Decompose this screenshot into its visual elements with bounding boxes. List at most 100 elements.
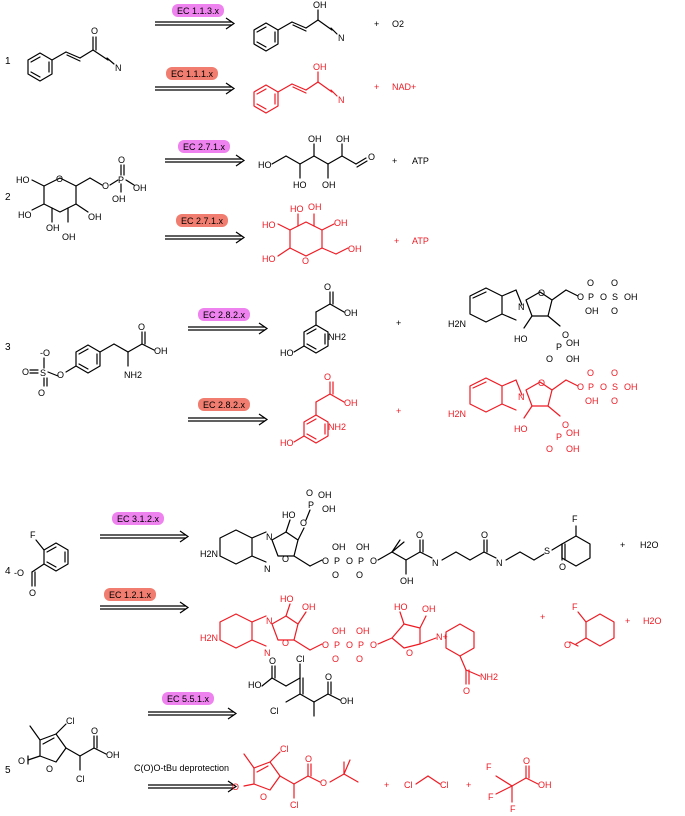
coproduct-label: H2O xyxy=(640,540,659,550)
reactant-3: O S -O O O NH2 O OH xyxy=(22,322,168,398)
atom-label: OH xyxy=(356,626,370,636)
atom-label: O xyxy=(416,530,423,540)
product-5a: HO O Cl Cl O OH xyxy=(248,654,354,717)
coproduct-label: ATP xyxy=(412,156,429,166)
atom-label: Cl xyxy=(280,744,289,754)
atom-label: OH xyxy=(133,183,147,193)
atom-label: F xyxy=(510,804,516,814)
atom-label: O xyxy=(57,370,64,380)
plus-sign: + xyxy=(466,780,471,790)
plus-sign: + xyxy=(392,156,397,166)
plus-sign: + xyxy=(384,780,389,790)
atom-label: OH xyxy=(112,194,126,204)
atom-label: OH xyxy=(348,244,362,254)
atom-label: HO xyxy=(258,160,272,170)
atom-label: O xyxy=(18,756,25,766)
product-3b: HO O OH NH2 xyxy=(280,372,358,448)
coproduct-label: H2O xyxy=(643,616,662,626)
atom-label: N xyxy=(518,302,525,312)
atom-label: Cl xyxy=(404,780,413,790)
atom-label: F xyxy=(486,762,492,772)
product-2b: O HO HO HO OH OH OH xyxy=(262,202,362,266)
atom-label: S xyxy=(612,382,618,392)
atom-label: HO xyxy=(293,180,307,190)
atom-label: F xyxy=(30,530,36,540)
ec-label-5a: EC 5.5.1.x xyxy=(167,694,210,704)
atom-label: O xyxy=(564,640,571,650)
row-number-3: 3 xyxy=(5,342,11,353)
atom-label: O xyxy=(282,554,289,564)
atom-label: N xyxy=(338,95,345,105)
fluorobenzaldehyde: F O xyxy=(564,602,615,650)
arrow-4a xyxy=(100,530,190,543)
atom-label: P xyxy=(588,382,594,392)
atom-label: HO xyxy=(280,594,294,604)
atom-label: HO xyxy=(262,220,276,230)
arrow-3a xyxy=(188,322,269,335)
atom-label: HO xyxy=(16,175,30,185)
reaction-label-5b: C(O)O-tBu deprotection xyxy=(134,763,229,773)
atom-label: O xyxy=(481,530,488,540)
plus-sign: + xyxy=(620,540,625,550)
atom-label: OH xyxy=(46,223,60,233)
ec-label-2b: EC 2.7.1.x xyxy=(181,216,224,226)
atom-label: HO xyxy=(394,602,408,612)
arrow-2b xyxy=(165,231,246,244)
atom-label: N+ xyxy=(436,632,448,642)
atom-label: O xyxy=(300,518,307,528)
ec-badge-2b xyxy=(176,214,228,227)
atom-label: -O xyxy=(40,348,50,358)
ec-badge-3b xyxy=(198,398,250,411)
atom-label: O xyxy=(324,372,331,382)
atom-label: OH xyxy=(106,750,120,760)
ec-badge-4a xyxy=(112,512,164,525)
reactant-5: Cl O O Cl O OH xyxy=(18,716,120,784)
atom-label: OH xyxy=(566,354,580,364)
atom-label: O xyxy=(368,152,375,162)
atom-label: O xyxy=(356,654,363,664)
atom-label: O xyxy=(463,686,470,696)
dichloromethane: Cl Cl xyxy=(404,775,449,790)
ec-label-4a: EC 3.1.2.x xyxy=(117,514,160,524)
atom-label: P xyxy=(334,556,340,566)
atom-label: N xyxy=(266,532,273,542)
ec-badge-3a xyxy=(198,308,250,321)
atom-label: OH xyxy=(318,490,332,500)
atom-label: O xyxy=(325,672,332,682)
coproduct-label: O2 xyxy=(392,19,404,29)
atom-label: O xyxy=(260,792,267,802)
atom-label: H2N xyxy=(448,409,466,419)
atom-label: O xyxy=(324,282,331,292)
atom-label: O xyxy=(38,388,45,398)
atom-label: OH xyxy=(624,382,638,392)
atom-label: O xyxy=(282,638,289,648)
atom-label: OH xyxy=(356,542,370,552)
atom-label: HO xyxy=(514,424,528,434)
ec-label-3b: EC 2.8.2.x xyxy=(203,400,246,410)
atom-label: O xyxy=(138,322,145,332)
atom-label: P xyxy=(308,500,314,510)
atom-label: O xyxy=(305,754,312,764)
atom-label: OH xyxy=(308,134,322,144)
plus-sign: + xyxy=(374,19,379,29)
atom-label: P xyxy=(556,342,562,352)
atom-label: OH xyxy=(334,218,348,228)
atom-label: O xyxy=(46,764,53,774)
atom-label: O xyxy=(587,278,594,288)
ec-label-1b: EC 1.1.1.x xyxy=(171,69,214,79)
plus-sign: + xyxy=(540,612,545,622)
arrow-4b xyxy=(100,601,190,614)
atom-label: H2N xyxy=(200,633,218,643)
ec-badge-2a xyxy=(178,140,230,153)
atom-label: S xyxy=(40,368,46,378)
arrow-2a xyxy=(165,154,246,167)
atom-label: P xyxy=(556,432,562,442)
atom-label: -O xyxy=(14,568,24,578)
atom-label: OH xyxy=(585,306,599,316)
atom-label: P xyxy=(358,556,364,566)
atom-label: O xyxy=(546,354,553,364)
atom-label: OH xyxy=(62,232,76,242)
ec-badge-5a xyxy=(162,692,214,705)
